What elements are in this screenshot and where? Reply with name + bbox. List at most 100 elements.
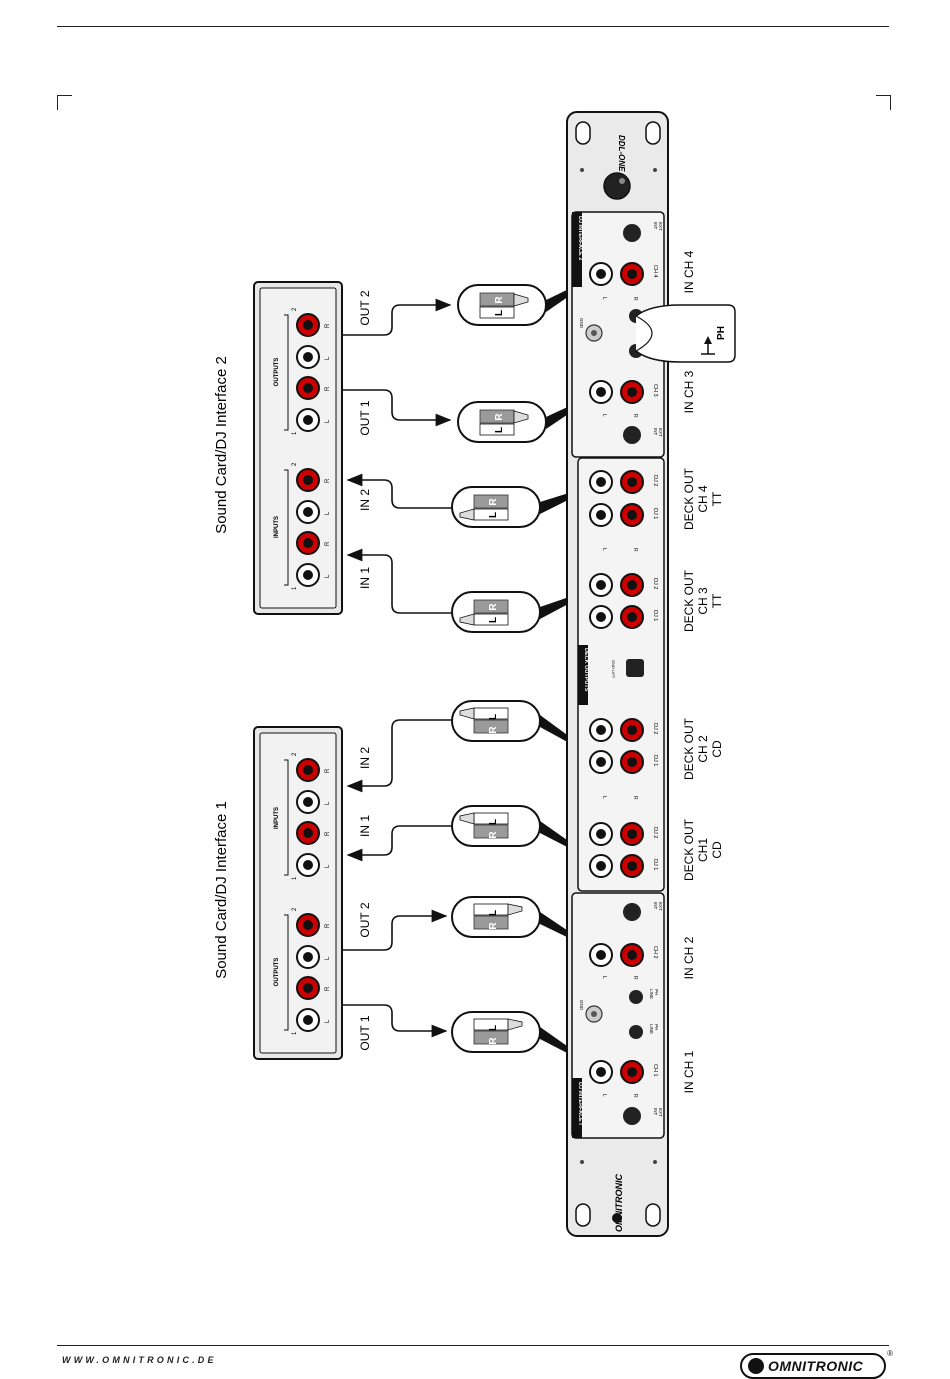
dj-interface-1-label: DJ INTERFACE I (577, 1082, 583, 1125)
rack-r-label: R (632, 976, 638, 980)
rack-l-label: L (601, 414, 607, 417)
deck-dj1-label: DJ 1 (652, 859, 658, 870)
deck-dj2-label: DJ 2 (652, 578, 658, 589)
sound-card-1: INPUTS OUTPUTS 2 1 2 1 R L R L R L R L (253, 726, 343, 1060)
card1-num-2-in: 2 (292, 752, 298, 756)
card2-input-jacks (296, 468, 320, 587)
plug-r: R (488, 603, 499, 611)
label-deck1-line1: DECK OUT (682, 818, 696, 881)
rack-ch3-label: CH 3 (652, 384, 658, 397)
footer-url[interactable]: WWW.OMNITRONIC.DE (62, 1355, 217, 1365)
plug-l: L (488, 910, 499, 916)
ph-switch-callout: PH (635, 304, 736, 363)
deck-r-label: R (632, 548, 638, 552)
label-deck3: DECK OUT CH 3 TT (682, 569, 724, 632)
card2-outputs-label: OUTPUTS (274, 358, 280, 387)
cable-label-in1-card2: IN 1 (358, 567, 372, 589)
card1-input-jacks (296, 758, 320, 877)
rca-plug-icon: L R (451, 805, 541, 847)
header-rule (57, 26, 889, 27)
brand-logo-icon (748, 1358, 764, 1374)
card2-r-label: R (325, 478, 331, 483)
card2-l-label: L (325, 511, 331, 515)
rca-plug-icon: R L (457, 284, 547, 326)
rack-ch1-label: CH 1 (652, 1064, 658, 1077)
deck-dj1-label: DJ 1 (652, 610, 658, 621)
cable-label-out1-card2: OUT 1 (358, 400, 372, 435)
rca-plug-icon: L R (451, 700, 541, 742)
card2-output-jacks (296, 313, 320, 432)
card2-l-label: L (325, 356, 331, 360)
card1-inputs-label: INPUTS (274, 807, 280, 829)
label-deck4: DECK OUT CH 4 TT (682, 467, 724, 530)
label-deck3-line2: CH 3 (696, 587, 710, 615)
deck-l-label: L (601, 548, 607, 551)
label-in-ch4: IN CH 4 (682, 250, 696, 293)
label-deck1: DECK OUT CH1 CD (682, 818, 724, 881)
card1-num-1-in: 1 (292, 876, 298, 880)
rca-plug-icon: L R (451, 1011, 541, 1053)
plug-l: L (488, 819, 499, 825)
plug-r: R (488, 922, 499, 930)
deck-dj2-label: DJ 2 (652, 723, 658, 734)
footer-logo-text: OMNITRONIC (768, 1358, 864, 1374)
rack-int-label: INT (653, 222, 658, 230)
rca-plugs: R L R L R L R L (451, 284, 547, 1053)
rack-ph-label: PH (654, 1024, 659, 1030)
card2-l-label: L (325, 574, 331, 578)
card1-l-label: L (325, 801, 331, 805)
cables (342, 298, 452, 1038)
rack-ch4-label: CH 4 (652, 265, 658, 278)
deck-dj2-label: DJ 2 (652, 475, 658, 486)
plug-r: R (488, 498, 499, 506)
card1-r-label: R (325, 923, 331, 928)
footer-logo: OMNITRONIC ® (740, 1349, 893, 1379)
rack-gnd-label: GND (579, 318, 584, 329)
rack-model: DDL-ONE (617, 135, 626, 172)
footer-rule (57, 1345, 889, 1346)
label-deck4-line3: TT (710, 491, 724, 506)
plug-l: L (494, 310, 505, 316)
dj-interface-2-label: DJ INTERFACE 2 (577, 216, 583, 260)
deck-jacks (589, 470, 644, 878)
card1-r-label: R (325, 768, 331, 773)
rack-l-label: L (601, 1094, 607, 1097)
rca-plug-icon: R L (451, 486, 541, 528)
plug-l: L (488, 1025, 499, 1031)
rack-ext-label: EXT (658, 1108, 663, 1117)
card2-r-label: R (325, 386, 331, 391)
card1-l-label: L (325, 864, 331, 868)
card2-num-1-in: 1 (292, 586, 298, 590)
sound-card-2-title: Sound Card/DJ Interface 2 (213, 356, 230, 534)
rack-gnd-label: GND (579, 1000, 584, 1011)
rack-ext-label: EXT (658, 902, 663, 911)
plug-r: R (494, 296, 505, 304)
sound-card-2: OUTPUTS INPUTS 2 1 2 1 R L R L R L R L (253, 281, 343, 615)
crop-mark-left (57, 95, 72, 110)
label-deck3-line3: TT (710, 593, 724, 608)
gnd-lift-label: GND LIFT (611, 660, 616, 679)
deck-outputs-label: DECK OUTPUTS (583, 648, 589, 692)
label-deck2-line1: DECK OUT (682, 717, 696, 780)
label-deck3-line1: DECK OUT (682, 569, 696, 632)
rack-line-label: LINE (649, 989, 654, 999)
label-deck2: DECK OUT CH 2 CD (682, 717, 724, 780)
rack-ch2-label: CH 2 (652, 946, 658, 959)
label-in-ch2: IN CH 2 (682, 936, 696, 979)
rack-l-label: L (601, 976, 607, 979)
rack-ph-label: PH (654, 989, 659, 995)
card2-num-2-in: 2 (292, 462, 298, 466)
card1-l-label: L (325, 1019, 331, 1023)
sound-card-1-title: Sound Card/DJ Interface 1 (213, 801, 230, 979)
deck-dj2-label: DJ 2 (652, 827, 658, 838)
rack-brand: OMNITRONIC (614, 1174, 624, 1232)
card2-r-label: R (325, 323, 331, 328)
label-deck4-line2: CH 4 (696, 485, 710, 513)
cable-label-out2-card2: OUT 2 (358, 290, 372, 325)
card2-l-label: L (325, 419, 331, 423)
rca-plug-icon: R L (451, 591, 541, 633)
card1-outputs-label: OUTPUTS (274, 958, 280, 987)
card1-l-label: L (325, 956, 331, 960)
deck-r-label: R (632, 796, 638, 800)
